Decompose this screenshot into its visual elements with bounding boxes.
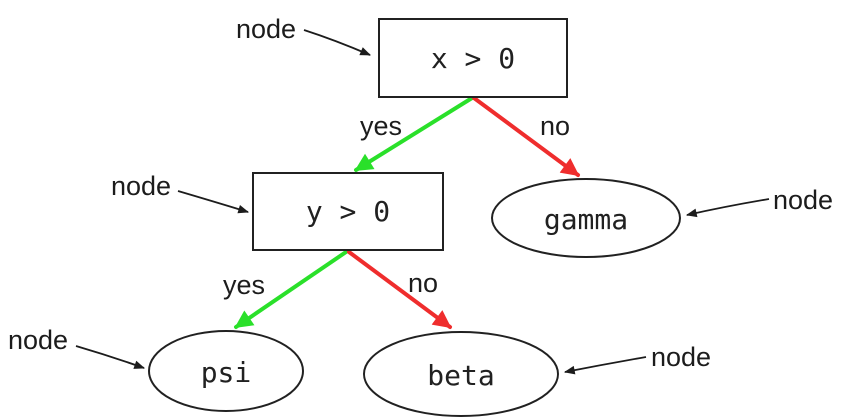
edge-label-yes-1: yes — [360, 111, 402, 141]
annotation-node-4: node — [8, 325, 68, 355]
annotation-node-1: node — [236, 14, 296, 44]
annotation-arrow-2 — [177, 190, 250, 214]
node-leaf-psi — [148, 330, 304, 412]
edge-label-yes-2: yes — [223, 270, 265, 300]
edge-x-yes — [354, 96, 474, 172]
node-decision-y-label: y > 0 — [306, 195, 390, 228]
annotation-arrow-1 — [303, 29, 371, 56]
tree-edges — [234, 96, 580, 329]
node-leaf-beta-label: beta — [427, 359, 494, 392]
node-leaf-psi-label: psi — [201, 356, 252, 389]
annotations: node node node node node — [8, 14, 833, 375]
annotation-node-2: node — [111, 171, 171, 201]
annotation-arrow-4 — [75, 345, 146, 369]
tree-nodes: x > 0 y > 0 gamma psi beta — [148, 18, 681, 417]
edge-labels: yes no yes no — [223, 111, 570, 300]
annotation-node-5: node — [651, 342, 711, 372]
node-decision-x — [378, 18, 568, 98]
edge-y-yes — [234, 250, 348, 329]
annotation-node-3: node — [773, 185, 833, 215]
edge-label-no-1: no — [540, 111, 570, 141]
annotation-arrow-3 — [685, 198, 770, 218]
edge-y-no — [347, 250, 452, 329]
node-decision-y — [252, 172, 444, 251]
edge-label-no-2: no — [408, 268, 438, 298]
node-leaf-beta — [363, 331, 559, 417]
edge-x-no — [472, 96, 580, 177]
node-leaf-gamma-label: gamma — [544, 203, 628, 236]
node-leaf-gamma — [491, 178, 681, 258]
node-decision-x-label: x > 0 — [431, 42, 515, 75]
annotation-arrow-5 — [563, 356, 647, 375]
